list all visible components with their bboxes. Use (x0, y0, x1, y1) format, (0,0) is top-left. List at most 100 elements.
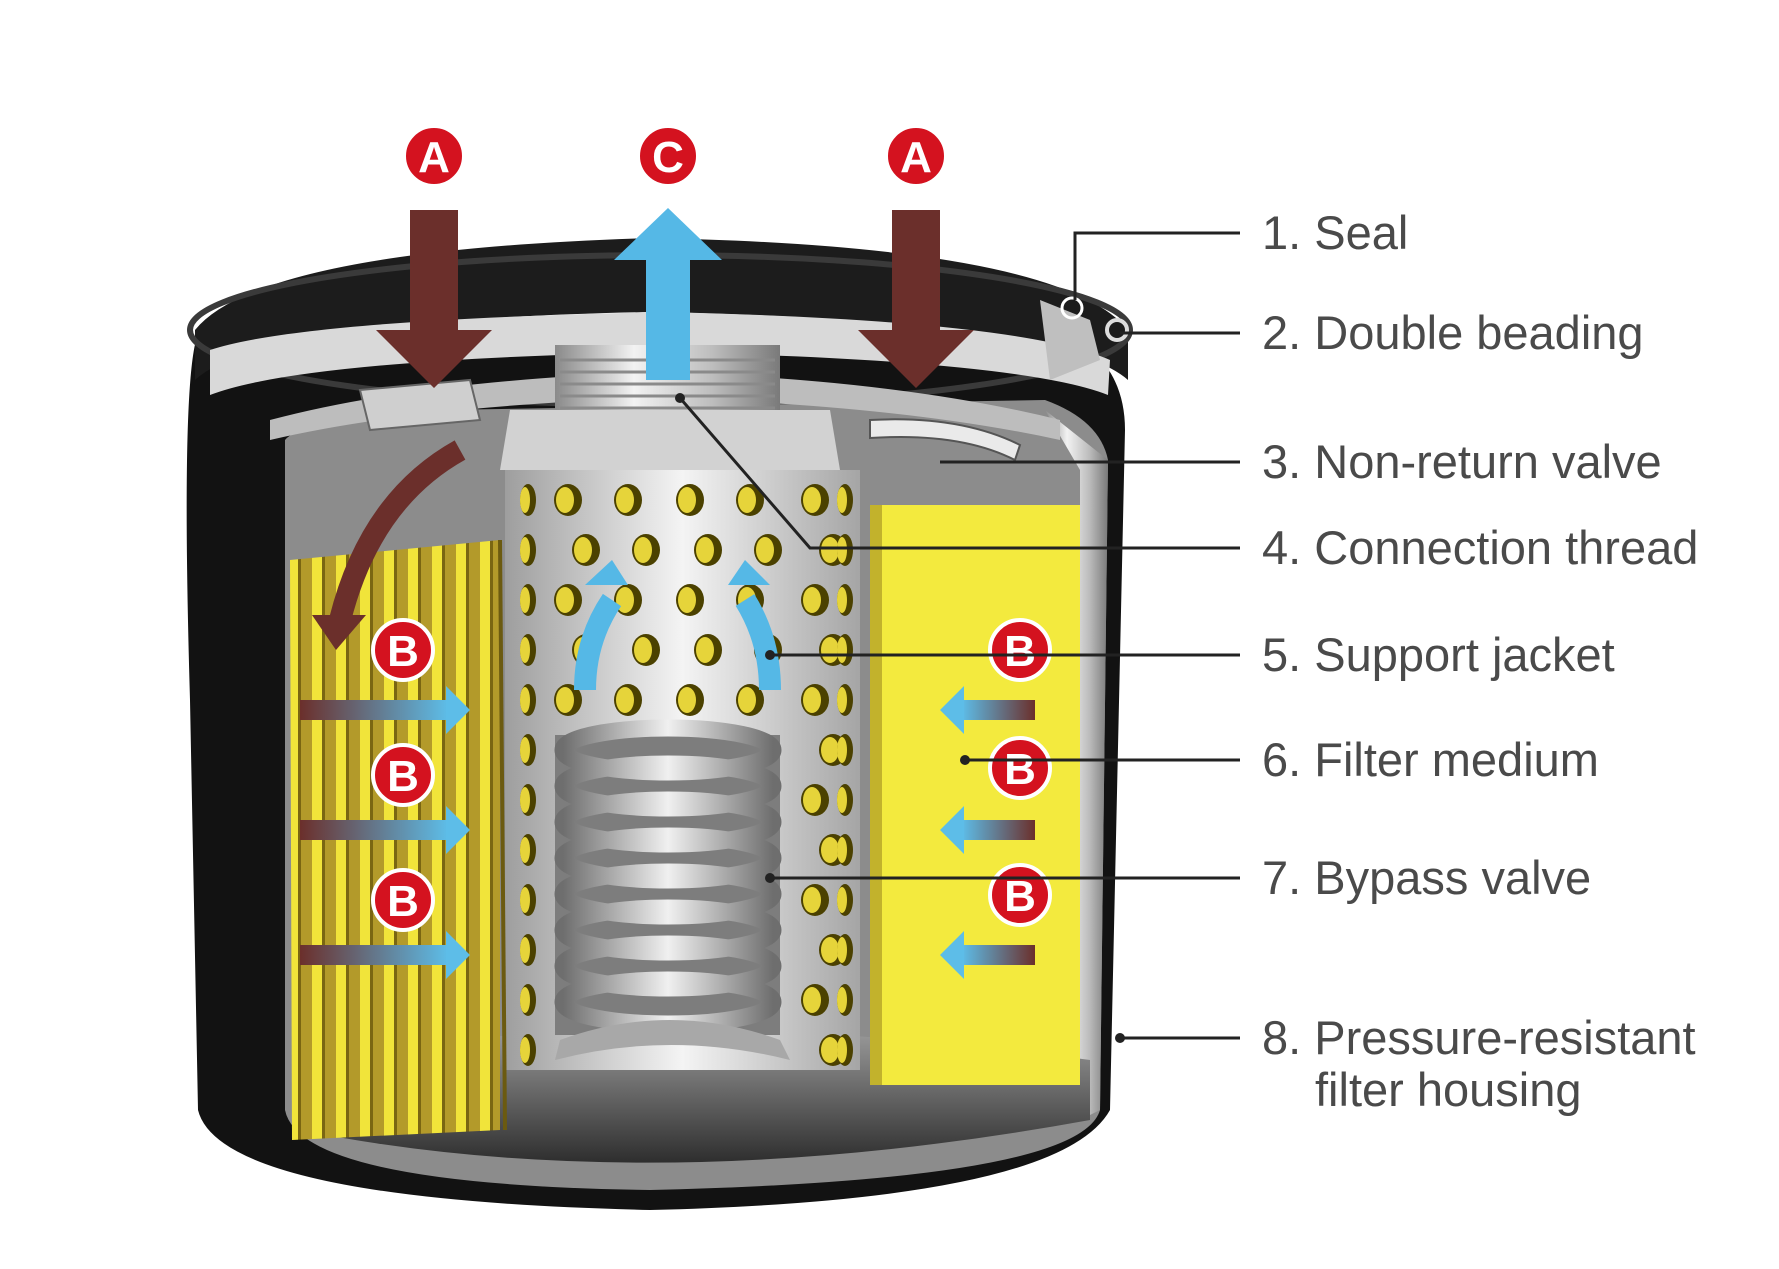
svg-text:B: B (387, 752, 419, 801)
jacket-hole-highlight (821, 837, 839, 863)
jacket-hole-highlight (634, 637, 652, 663)
badge-flow-left-3: B (371, 868, 435, 932)
badge-inlet-right: A (884, 124, 948, 188)
jacket-hole-highlight (821, 637, 839, 663)
svg-text:B: B (387, 877, 419, 926)
jacket-hole-highlight (837, 687, 847, 713)
jacket-hole-highlight (678, 487, 696, 513)
label-connection-thread: 4. Connection thread (1262, 521, 1698, 574)
svg-text:B: B (1004, 872, 1036, 921)
flow-arrow (940, 686, 1035, 734)
seal (1060, 296, 1129, 342)
jacket-hole-highlight (837, 887, 847, 913)
outlet-arrow (614, 208, 722, 380)
jacket-hole-highlight (837, 787, 847, 813)
badge-flow-left-2: B (371, 743, 435, 807)
jacket-hole-highlight (678, 687, 696, 713)
jacket-hole-highlight (678, 587, 696, 613)
jacket-hole-highlight (738, 687, 756, 713)
leader-lines (675, 231, 1240, 1043)
jacket-hole-highlight (696, 537, 714, 563)
jacket-hole-highlight (574, 537, 592, 563)
svg-text:A: A (418, 133, 450, 182)
jacket-hole-highlight (837, 587, 847, 613)
label-bypass-valve: 7. Bypass valve (1262, 851, 1591, 904)
label-pressure-resistant-housing-line2: filter housing (1315, 1063, 1582, 1116)
inlet-arrow-right (858, 210, 974, 388)
inner-up-arrows (574, 560, 781, 691)
jacket-hole-highlight (821, 737, 839, 763)
jacket-hole-highlight (803, 887, 821, 913)
jacket-hole-highlight (803, 987, 821, 1013)
jacket-hole-highlight (520, 1037, 530, 1063)
svg-text:C: C (652, 133, 684, 182)
jacket-hole-highlight (837, 737, 847, 763)
jacket-hole-highlight (520, 987, 530, 1013)
jacket-hole-highlight (616, 687, 634, 713)
jacket-hole-highlight (520, 487, 530, 513)
label-list: 1. Seal 2. Double beading 3. Non-return … (1262, 206, 1698, 1116)
badge-flow-right-1: B (988, 618, 1052, 682)
badge-outlet: C (636, 124, 700, 188)
jacket-hole-highlight (616, 487, 634, 513)
jacket-hole-highlight (520, 837, 530, 863)
label-seal: 1. Seal (1262, 206, 1408, 259)
jacket-hole-highlight (556, 487, 574, 513)
jacket-hole-highlight (837, 487, 847, 513)
jacket-hole-highlight (556, 687, 574, 713)
bypass-valve-spring (554, 719, 790, 1060)
jacket-hole-highlight (520, 737, 530, 763)
badge-flow-right-3: B (988, 863, 1052, 927)
jacket-hole-highlight (634, 537, 652, 563)
jacket-hole-highlight (738, 487, 756, 513)
jacket-hole-highlight (821, 1037, 839, 1063)
jacket-hole-highlight (837, 937, 847, 963)
jacket-hole-highlight (520, 887, 530, 913)
jacket-hole-highlight (837, 1037, 847, 1063)
svg-text:A: A (900, 133, 932, 182)
label-non-return-valve: 3. Non-return valve (1262, 435, 1662, 488)
svg-text:B: B (387, 627, 419, 676)
flow-arrow (300, 686, 470, 734)
connection-thread (500, 345, 840, 470)
flow-arrow (940, 806, 1035, 854)
flow-arrow (940, 931, 1035, 979)
jacket-hole-highlight (520, 587, 530, 613)
filter-medium-right (870, 505, 1080, 1085)
jacket-hole-highlight (821, 937, 839, 963)
jacket-hole-highlight (520, 537, 530, 563)
jacket-hole-highlight (821, 537, 839, 563)
non-return-valve (358, 378, 1022, 462)
label-filter-medium: 6. Filter medium (1262, 733, 1599, 786)
badge-flow-left-1: B (371, 618, 435, 682)
jacket-hole-highlight (837, 837, 847, 863)
inlet-arrow-left (376, 210, 492, 388)
label-double-beading: 2. Double beading (1262, 306, 1644, 359)
jacket-hole-highlight (520, 687, 530, 713)
jacket-hole-highlight (803, 487, 821, 513)
jacket-hole-highlight (803, 687, 821, 713)
jacket-hole-highlight (837, 637, 847, 663)
jacket-hole-highlight (803, 787, 821, 813)
jacket-hole-highlight (556, 587, 574, 613)
badge-inlet-left: A (402, 124, 466, 188)
jacket-hole-highlight (520, 937, 530, 963)
jacket-hole-highlight (696, 637, 714, 663)
jacket-hole-highlight (803, 587, 821, 613)
svg-text:B: B (1004, 745, 1036, 794)
inlet-curve-arrow (312, 440, 466, 650)
jacket-hole-highlight (520, 787, 530, 813)
flow-arrows-left (300, 686, 470, 979)
label-support-jacket: 5. Support jacket (1262, 628, 1615, 681)
flow-arrow (300, 806, 470, 854)
flow-arrow (300, 931, 470, 979)
svg-text:B: B (1004, 627, 1036, 676)
flow-arrows-right (940, 686, 1035, 979)
jacket-hole-highlight (756, 537, 774, 563)
label-pressure-resistant-housing: 8. Pressure-resistant (1262, 1011, 1696, 1064)
jacket-hole-highlight (837, 987, 847, 1013)
badge-flow-right-2: B (988, 736, 1052, 800)
jacket-hole-highlight (837, 537, 847, 563)
jacket-hole-highlight (520, 637, 530, 663)
